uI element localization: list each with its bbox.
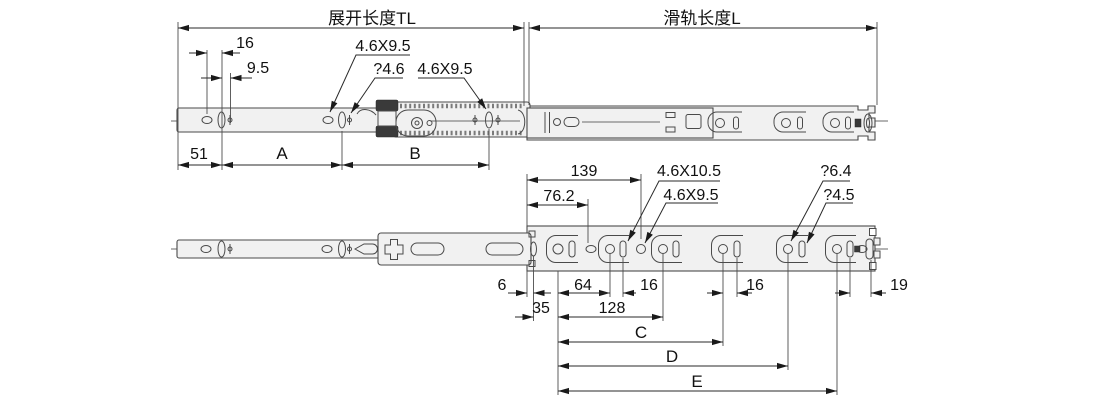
top-horseshoe-3	[822, 111, 854, 133]
slot-callout-1: 4.6X9.5	[355, 38, 410, 55]
middle-rail-end-cap	[517, 109, 526, 135]
dim-76-2: 76.2	[543, 188, 574, 205]
top-hole-cluster-1	[201, 111, 233, 129]
dim-16-a: 16	[640, 277, 658, 294]
horseshoe-6	[825, 235, 856, 263]
dim-d: D	[666, 347, 678, 366]
top-view	[171, 99, 888, 141]
bottom-end-stop	[854, 238, 874, 260]
latch-lever	[356, 99, 437, 138]
top-hole-cluster-2	[322, 111, 352, 129]
dim-9-5: 9.5	[247, 60, 269, 77]
dim-a: A	[276, 144, 288, 163]
horseshoe-5	[776, 235, 808, 263]
top-end-stop	[854, 113, 873, 133]
bottom-inner-rail	[176, 239, 386, 259]
top-horseshoe-2	[773, 111, 806, 133]
bottom-outer-rail	[526, 225, 876, 272]
lever-tab	[353, 243, 378, 255]
bottom-hole-cluster-1	[200, 240, 233, 258]
dim-139: 139	[571, 163, 598, 180]
dim-19: 19	[890, 277, 908, 294]
lone-oval-hole	[585, 245, 597, 253]
bottom-view-dimensions: 139 76.2 4.6X10.5 4.6X9.5 ?6.4 ?4.5 6 64…	[498, 163, 908, 395]
middle-slot-2	[485, 242, 524, 256]
dia-callout-4-6: ?4.6	[373, 61, 404, 78]
dim-35: 35	[532, 300, 550, 317]
horseshoe-3	[651, 235, 682, 263]
slot-callout-2: 4.6X9.5	[417, 61, 472, 78]
dim-c: C	[635, 323, 647, 342]
dia-callout-6-4: ?6.4	[820, 163, 851, 180]
slot-callout-10-5: 4.6X10.5	[657, 163, 721, 180]
middle-slot-1	[410, 242, 445, 256]
cam-cross-hole	[384, 239, 404, 260]
bottom-view	[171, 225, 888, 272]
dim-16-b: 16	[746, 277, 764, 294]
top-view-dimensions: 展开长度TL 滑轨长度L 16 9.5 4.6X9.5 ?4.6 4.6X9.5…	[177, 9, 878, 170]
lone-round-hole	[636, 244, 646, 254]
horseshoe-2	[598, 235, 629, 263]
dim-b: B	[409, 144, 420, 163]
dim-51: 51	[190, 146, 208, 163]
top-horseshoe-1	[707, 111, 742, 133]
dim-e: E	[691, 372, 702, 391]
horseshoe-1	[546, 235, 578, 263]
rail-length-label: 滑轨长度L	[663, 9, 740, 28]
top-hole-cluster-3	[472, 111, 501, 129]
top-outer-rail-detail-box	[526, 107, 714, 139]
dim-16-top: 16	[236, 35, 254, 52]
bottom-hole-cluster-2	[321, 240, 352, 258]
dim-6: 6	[498, 277, 507, 294]
extended-length-label: 展开长度TL	[328, 9, 416, 28]
dim-64: 64	[574, 277, 592, 294]
dim-128: 128	[599, 300, 626, 317]
dia-callout-4-5: ?4.5	[823, 187, 854, 204]
horseshoe-4	[711, 235, 743, 263]
slot-callout-9-5: 4.6X9.5	[663, 187, 718, 204]
bottom-middle-rail	[377, 232, 532, 266]
